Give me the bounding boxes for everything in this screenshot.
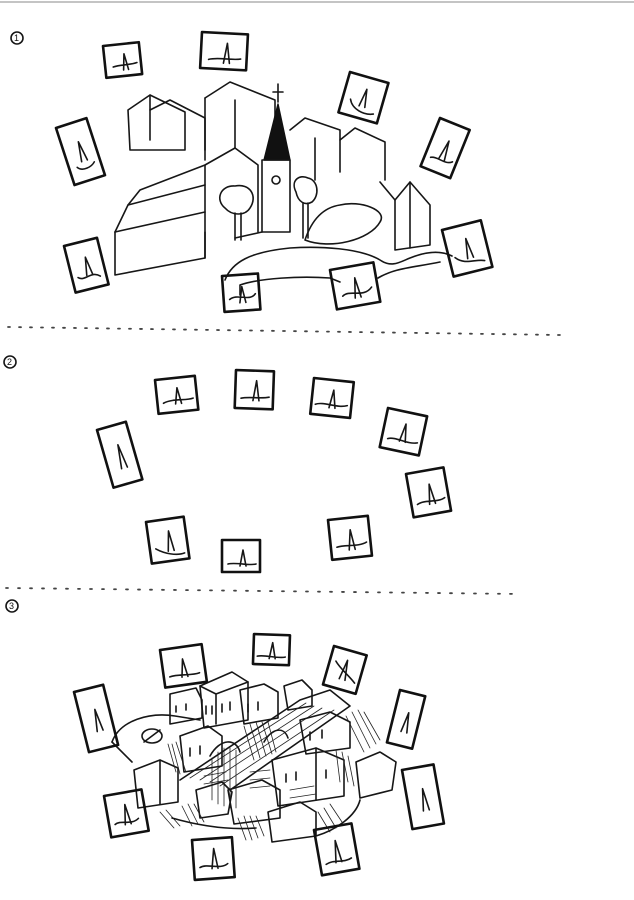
panel-separator (5, 587, 521, 595)
viewpoint-frame-icon (220, 538, 262, 574)
viewpoint-frame-icon (158, 642, 209, 689)
house-icon (239, 683, 279, 725)
house-icon (271, 747, 345, 807)
house-icon (179, 725, 223, 773)
viewpoint-frame-icon (101, 40, 144, 80)
panel-number: 2 (7, 357, 12, 367)
tree-icon (293, 176, 318, 239)
viewpoint-frame-icon (95, 420, 144, 489)
viewpoint-frame-icon (220, 272, 262, 314)
viewpoint-frame-icon (72, 683, 120, 754)
panel-2: 2 (3, 355, 453, 574)
viewpoint-frame-icon (400, 763, 446, 831)
viewpoint-frame-icon (321, 644, 368, 696)
town-block (111, 671, 397, 843)
viewpoint-frame-icon (62, 236, 110, 294)
house-icon (133, 759, 179, 809)
viewpoint-frame-icon (233, 368, 276, 411)
viewpoint-frames (95, 368, 453, 574)
panel-number: 1 (14, 33, 19, 43)
viewpoint-frame-icon (440, 219, 494, 278)
panel-3: 3 (5, 599, 446, 882)
panel-number: 3 (9, 601, 14, 611)
viewpoint-frame-icon (328, 261, 382, 311)
viewpoint-frame-icon (326, 514, 374, 562)
house-icon (195, 781, 233, 819)
house-icon (199, 671, 249, 729)
viewpoint-frames (54, 30, 494, 314)
house-icon (227, 779, 281, 825)
viewpoint-frame-icon (144, 515, 191, 565)
house-icon (169, 687, 203, 725)
viewpoint-frame-icon (312, 822, 361, 877)
viewpoint-frame-icon (404, 466, 453, 519)
village-square-path (224, 202, 453, 296)
viewpoint-frame-icon (102, 788, 151, 839)
viewpoint-frame-icon (337, 70, 390, 125)
viewpoint-frame-icon (251, 632, 292, 667)
house-icon (299, 711, 351, 755)
viewpoint-frame-icon (54, 116, 107, 187)
house-icon (267, 801, 317, 843)
panel-number-marker: 2 (3, 355, 17, 369)
house-icon (355, 751, 397, 799)
viewpoint-frames (72, 632, 446, 882)
village-buildings (114, 81, 431, 276)
panel-number-marker: 3 (5, 599, 19, 613)
panel-number-marker: 1 (10, 31, 24, 45)
viewpoint-frame-icon (385, 688, 427, 750)
tree-icon (219, 184, 254, 241)
viewpoint-frame-icon (308, 376, 356, 420)
viewpoint-frame-icon (198, 30, 250, 72)
viewpoint-frame-icon (419, 116, 471, 180)
viewpoint-frame-icon (190, 835, 236, 882)
panel-1: 1 (10, 30, 494, 314)
house-icon (283, 679, 313, 711)
viewpoint-frame-icon (378, 406, 429, 457)
church-icon (234, 83, 291, 239)
panel-separator (7, 326, 561, 336)
viewpoint-frame-icon (153, 374, 200, 416)
